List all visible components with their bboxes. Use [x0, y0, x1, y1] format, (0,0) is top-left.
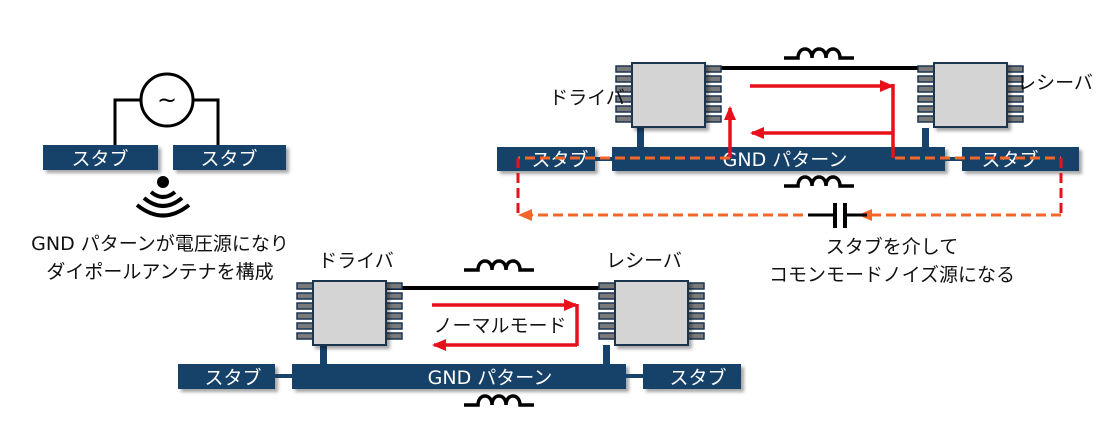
stub-left: スタブ [178, 364, 275, 389]
inductor-icon-gnd [782, 175, 856, 188]
normal-mode-label: ノーマルモード [433, 315, 566, 337]
stub-left-label: スタブ [71, 147, 128, 170]
common-mode-panel: スタブ GND パターン スタブ ドライバ レシーバ [497, 47, 1093, 286]
ac-source-symbol: ~ [157, 86, 177, 114]
common-mode-caption-line1: スタブを介して [826, 235, 958, 258]
receiver-chip [598, 280, 705, 346]
stub-right-label: スタブ [200, 147, 257, 170]
gnd-pattern-label: GND パターン [723, 149, 848, 171]
driver-label: ドライバ [318, 250, 394, 272]
source-wire-right [193, 98, 220, 145]
receiver-label: レシーバ [606, 250, 682, 272]
driver-chip [296, 280, 403, 346]
gnd-pattern: GND パターン [292, 364, 626, 389]
common-mode-caption-line2: コモンモードノイズ源になる [769, 264, 1015, 286]
receiver-label: レシーバ [1017, 72, 1093, 94]
normal-mode-panel: スタブ GND パターン スタブ ドライバ レシーバ ノーマルモード [178, 250, 741, 407]
receiver-chip [917, 62, 1024, 128]
driver-chip [615, 62, 722, 128]
inductor-icon-signal [782, 47, 856, 60]
capacitor-icon [808, 203, 867, 228]
inductor-icon-gnd [462, 394, 536, 407]
dipole-caption-line1: GND パターンが電圧源になり [31, 233, 289, 255]
stub-left-label: スタブ [204, 366, 261, 389]
gnd-pattern-label: GND パターン [428, 367, 553, 389]
stub-right-label: スタブ [669, 366, 726, 389]
driver-label: ドライバ [549, 87, 625, 109]
ac-source-circle [139, 72, 195, 128]
stub-left: スタブ [43, 145, 158, 170]
dipole-caption-line2: ダイポールアンテナを構成 [46, 261, 273, 283]
inductor-icon-signal [462, 259, 536, 272]
source-wire-left [113, 98, 141, 145]
stub-right: スタブ [173, 145, 286, 170]
stub-right: スタブ [643, 364, 741, 389]
ac-source: ~ [113, 72, 220, 145]
radiation-icon [135, 176, 191, 218]
dipole-panel: ~ スタブ スタブ GND パターンが電圧源になり ダイポールアンテナを構成 [31, 72, 289, 283]
